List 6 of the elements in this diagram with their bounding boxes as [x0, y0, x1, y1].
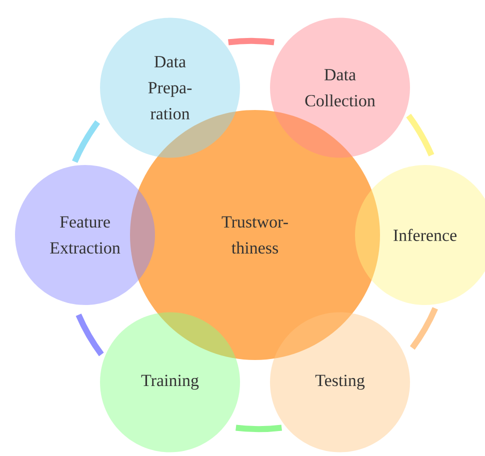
arc-connector — [410, 307, 438, 350]
arc-connector — [236, 424, 282, 432]
arc-connector — [228, 38, 274, 46]
arc-connector — [406, 114, 434, 156]
arc-connector — [72, 120, 100, 163]
arc-connector — [76, 314, 104, 356]
